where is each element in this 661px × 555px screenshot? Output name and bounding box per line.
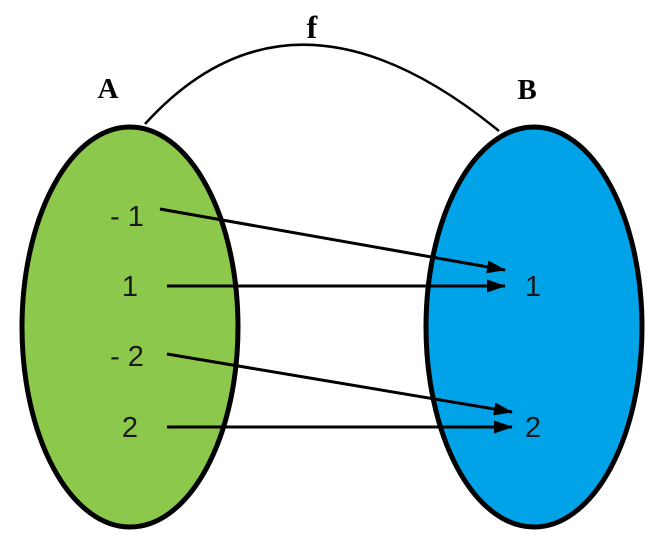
function-name-label: f	[307, 9, 318, 45]
set-a-element-neg2: - 2	[110, 341, 144, 373]
set-b-label: B	[517, 74, 536, 106]
mapping-arrow-neg2-to-2	[166, 352, 513, 416]
set-a-label: A	[98, 73, 119, 105]
set-a-element-neg1: - 1	[110, 201, 144, 233]
set-b-element-1: 1	[525, 271, 541, 303]
set-b-ellipse	[423, 124, 645, 530]
set-a-element-2: 2	[122, 412, 138, 444]
function-arc	[144, 43, 500, 132]
mapping-arrow-neg1-to-1	[159, 207, 506, 274]
set-a-ellipse	[19, 124, 241, 530]
set-a-element-1: 1	[122, 271, 138, 303]
set-b-element-2: 2	[525, 412, 541, 444]
